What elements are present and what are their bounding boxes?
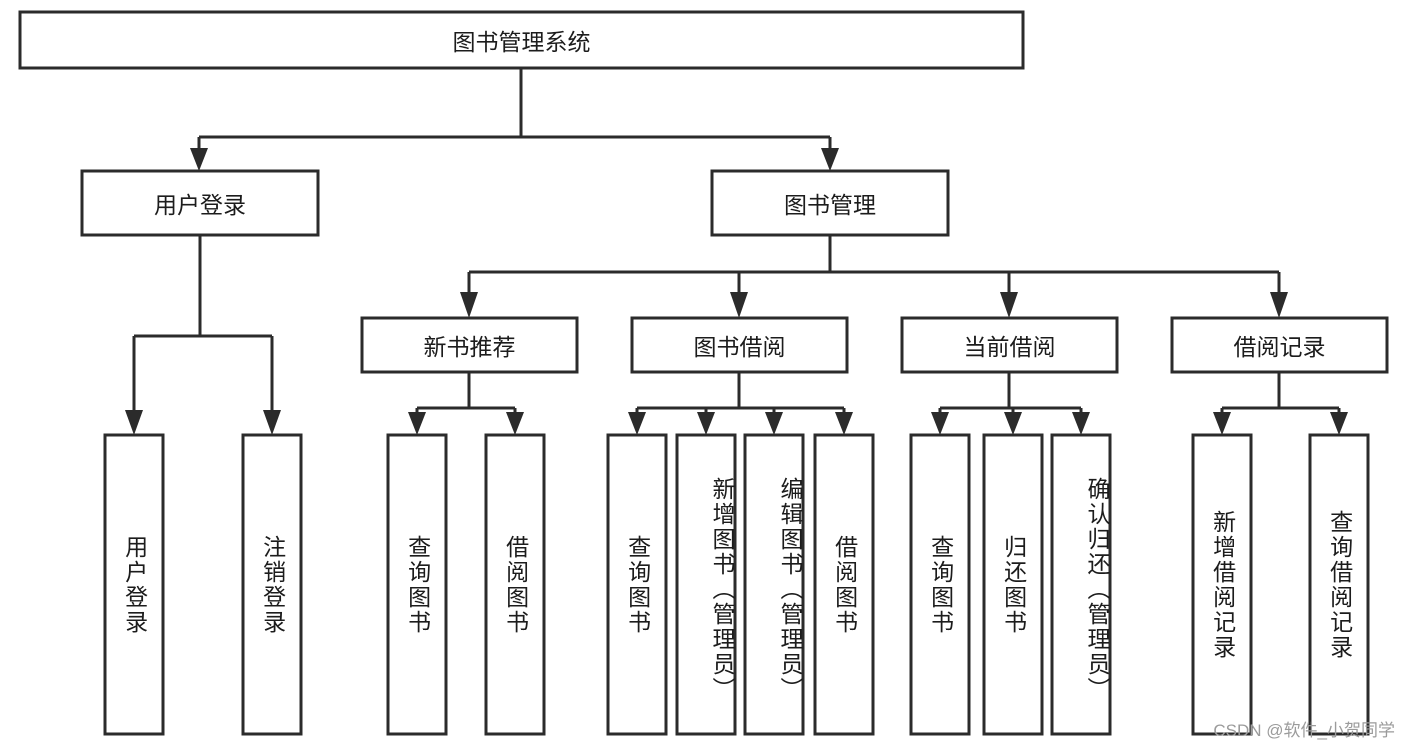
arrow-head-borrow-record [1270,292,1288,318]
node-box-current-borrow[interactable] [900,316,1119,374]
arrow-head-book-borrow [730,292,748,318]
node-box-user-login[interactable] [80,169,320,237]
edge-group-borrow-record [1213,372,1348,435]
edge-group-new-book-rec [408,372,524,435]
node-box-leaf-edit-book[interactable] [743,433,805,736]
edge-group-root [190,68,839,171]
arrow-head-leaf-borrow-book-2 [835,412,853,435]
arrow-head-leaf-confirm-return [1072,412,1090,435]
edge-group-book-borrow [628,372,853,435]
node-box-leaf-user-login[interactable] [103,433,165,736]
node-box-leaf-query-book-1[interactable] [386,433,448,736]
arrow-head-user-login [190,148,208,171]
node-box-leaf-return-book[interactable] [982,433,1044,736]
arrow-head-current-borrow [1000,292,1018,318]
arrow-head-leaf-query-book-2 [628,412,646,435]
arrow-head-leaf-edit-book [765,412,783,435]
arrow-head-new-book-rec [460,292,478,318]
node-box-leaf-confirm-return[interactable] [1050,433,1112,736]
node-box-leaf-query-book-3[interactable] [909,433,971,736]
edge-group-user-login [125,235,281,435]
node-box-leaf-query-record[interactable] [1308,433,1370,736]
arrow-head-leaf-query-book-1 [408,412,426,435]
node-box-book-borrow[interactable] [630,316,849,374]
node-box-leaf-borrow-book-1[interactable] [484,433,546,736]
node-box-root[interactable] [18,10,1025,70]
arrow-head-leaf-add-book [697,412,715,435]
node-box-borrow-record[interactable] [1170,316,1389,374]
node-box-leaf-add-record[interactable] [1191,433,1253,736]
node-box-leaf-logout[interactable] [241,433,303,736]
arrow-head-leaf-logout [263,410,281,435]
node-box-leaf-borrow-book-2[interactable] [813,433,875,736]
arrow-head-book-manage [821,148,839,171]
node-box-leaf-query-book-2[interactable] [606,433,668,736]
node-box-leaf-add-book[interactable] [675,433,737,736]
edge-group-current-borrow [931,372,1090,435]
node-box-new-book-rec[interactable] [360,316,579,374]
arrow-head-leaf-borrow-book-1 [506,412,524,435]
edge-group-book-manage [460,235,1288,318]
arrow-head-leaf-add-record [1213,412,1231,435]
arrow-head-leaf-query-book-3 [931,412,949,435]
node-box-book-manage[interactable] [710,169,950,237]
arrow-head-leaf-query-record [1330,412,1348,435]
arrow-head-leaf-return-book [1004,412,1022,435]
arrow-head-leaf-user-login [125,410,143,435]
